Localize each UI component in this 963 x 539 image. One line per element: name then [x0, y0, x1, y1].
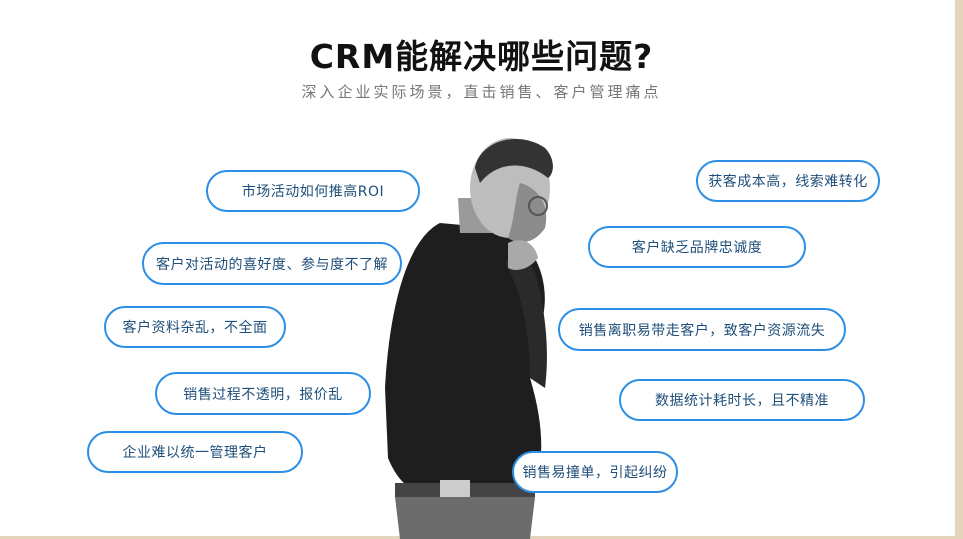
problem-bubble-left-1: 市场活动如何推高ROI [206, 170, 420, 212]
problem-bubble-left-4: 销售过程不透明，报价乱 [155, 372, 371, 415]
frame-right-border [955, 0, 963, 539]
problem-bubble-right-1: 获客成本高，线索难转化 [696, 160, 880, 202]
problem-bubble-left-5: 企业难以统一管理客户 [87, 431, 303, 473]
problem-bubble-right-4: 数据统计耗时长，且不精准 [619, 379, 865, 421]
problem-bubble-left-3: 客户资料杂乱，不全面 [104, 306, 286, 348]
thinking-man-image [385, 138, 553, 539]
problem-bubble-right-3: 销售离职易带走客户，致客户资源流失 [558, 308, 846, 351]
slide-title: CRM能解决哪些问题? [309, 37, 654, 76]
problem-bubble-right-5: 销售易撞单，引起纠纷 [512, 451, 678, 493]
problem-bubble-right-2: 客户缺乏品牌忠诚度 [588, 226, 806, 268]
slide-subtitle: 深入企业实际场景，直击销售、客户管理痛点 [301, 83, 662, 101]
problem-bubble-left-2: 客户对活动的喜好度、参与度不了解 [142, 242, 402, 285]
